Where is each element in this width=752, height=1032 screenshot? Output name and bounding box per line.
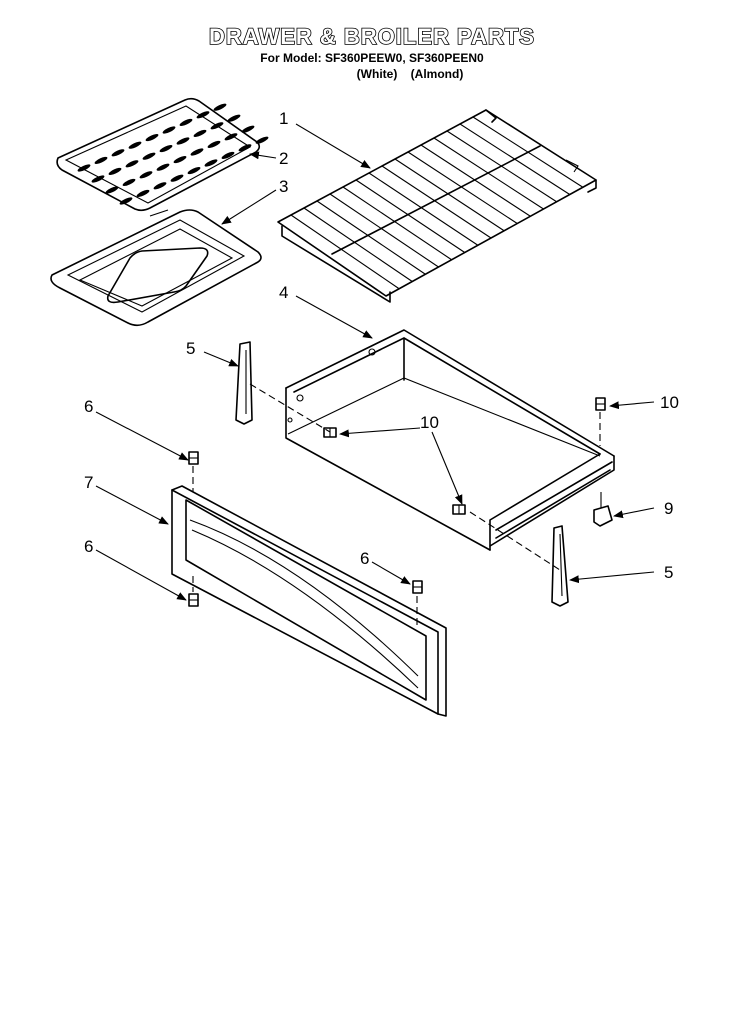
callout-10b: 10 (420, 413, 439, 432)
grid-slot (187, 167, 201, 175)
drawer-body-part (285, 329, 615, 551)
grid-slot (213, 103, 227, 111)
drawer-stop-part (593, 492, 613, 527)
grid-slot (170, 174, 184, 182)
rack-bar (329, 193, 439, 268)
callout-4: 4 (279, 283, 288, 302)
callout-6c: 6 (360, 549, 369, 568)
grid-slot (210, 122, 224, 130)
drawer-front-panel-part (171, 485, 447, 717)
grid-slot (122, 178, 136, 186)
rack-bar (459, 123, 571, 195)
rack-bar (472, 116, 584, 188)
screw-icon (412, 580, 423, 594)
grid-slot (204, 159, 218, 167)
rack-bar (303, 207, 413, 282)
screw-icon (188, 451, 199, 465)
drawer-slide-left (235, 341, 253, 425)
grid-slot (190, 148, 204, 156)
grid-slot (105, 186, 119, 194)
grid-slot (176, 137, 190, 145)
grid-slot (139, 171, 153, 179)
callout-5a: 5 (186, 339, 195, 358)
callout-10a: 10 (660, 393, 679, 412)
callout-3: 3 (279, 177, 288, 196)
grid-slot (125, 160, 139, 168)
broiler-pan-part (50, 209, 262, 327)
drawer-slide-right (551, 525, 569, 607)
grid-slot (179, 118, 193, 126)
screw-icon (452, 504, 466, 515)
rack-bar (368, 172, 479, 246)
grid-slot (207, 140, 221, 148)
color-line: (White) (Almond) (357, 67, 464, 81)
broiler-grid-part (56, 97, 269, 212)
grid-slot (94, 156, 108, 164)
rack-bar (433, 137, 544, 210)
screw-icon (188, 593, 199, 607)
grid-slot (241, 125, 255, 133)
grid-slot (145, 134, 159, 142)
rack-bar (342, 186, 452, 261)
grid-slot (128, 141, 142, 149)
rack-bar (290, 214, 400, 290)
grid-slot (108, 167, 122, 175)
callout-6a: 6 (84, 397, 93, 416)
grid-slot (162, 126, 176, 134)
grid-slot (156, 163, 170, 171)
grid-slot (77, 164, 91, 172)
diagram-title: DRAWER & BROILER PARTS (209, 24, 535, 49)
rack-bar (381, 165, 492, 239)
callout-6b: 6 (84, 537, 93, 556)
grid-slot (224, 133, 238, 141)
grid-slot (159, 145, 173, 153)
grid-slot (136, 189, 150, 197)
rack-bar (316, 200, 426, 275)
grid-slot (238, 144, 252, 152)
rack-bar (407, 151, 518, 224)
grid-slot (196, 111, 210, 119)
model-line: For Model: SF360PEEW0, SF360PEEN0 (260, 51, 484, 65)
grid-slot (111, 149, 125, 157)
grid-slot (142, 152, 156, 160)
rack-bar (394, 158, 505, 232)
grid-slot (221, 151, 235, 159)
callout-1: 1 (279, 109, 288, 128)
rack-bar (420, 144, 531, 217)
rack-bar (446, 130, 557, 203)
grid-slot (91, 175, 105, 183)
callout-5b: 5 (664, 563, 673, 582)
oven-rack-part (277, 109, 597, 303)
grid-slot (227, 114, 241, 122)
screw-icon (595, 397, 606, 411)
rack-bar (355, 179, 466, 253)
callout-9: 9 (664, 499, 673, 518)
grid-slot (173, 156, 187, 164)
grid-slot (255, 136, 269, 144)
screw-icon (323, 427, 337, 438)
grid-slot (193, 129, 207, 137)
callout-7: 7 (84, 473, 93, 492)
grid-slot (153, 182, 167, 190)
callout-2: 2 (279, 149, 288, 168)
grid-slot (119, 197, 133, 205)
